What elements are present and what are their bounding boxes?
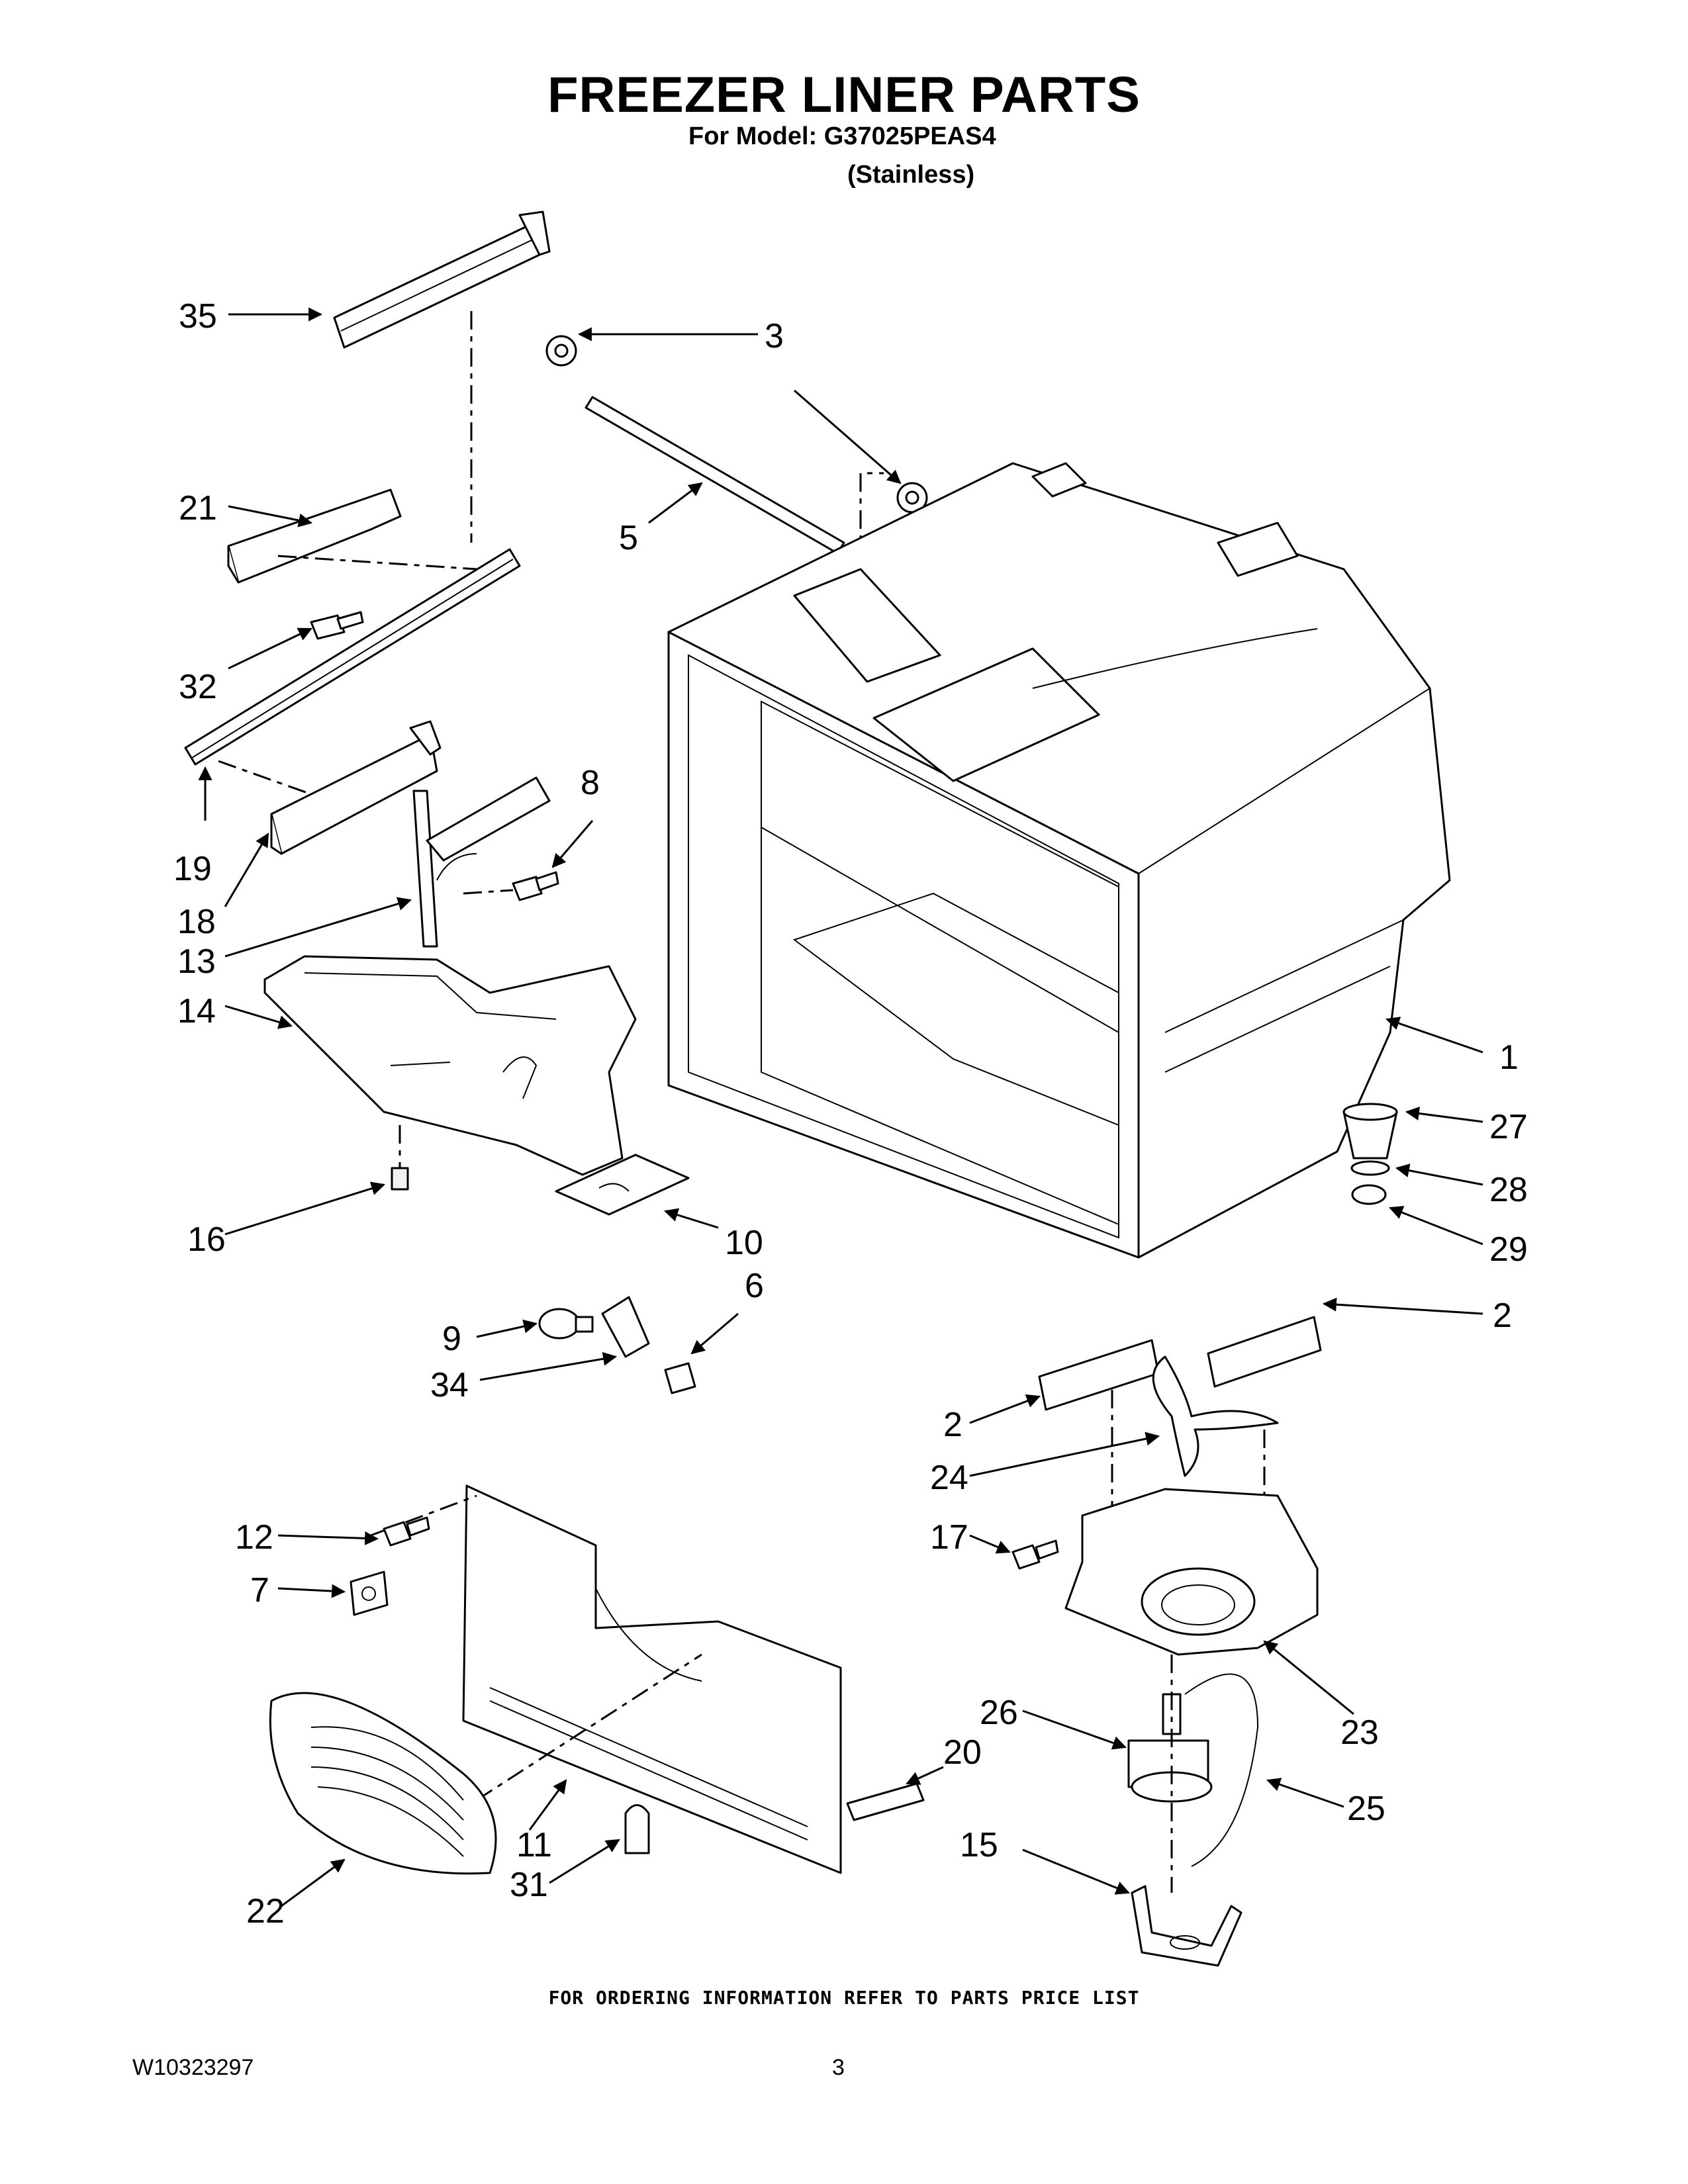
callout-14: 14 xyxy=(177,992,216,1030)
model-line: For Model: G37025PEAS4 xyxy=(688,122,996,150)
callout-5: 5 xyxy=(619,519,638,557)
part-9-bulb xyxy=(538,1308,594,1340)
part-11-panel xyxy=(462,1484,842,1874)
callout-31: 31 xyxy=(510,1866,548,1904)
part-1-liner xyxy=(667,462,1451,1259)
part-29-grommet xyxy=(1351,1184,1387,1205)
part-10-sheet xyxy=(555,1154,690,1216)
callout-12: 12 xyxy=(235,1518,273,1557)
model-variant: (Stainless) xyxy=(847,161,975,189)
callout-35: 35 xyxy=(179,297,217,336)
callout-21: 21 xyxy=(179,489,217,527)
callout-13: 13 xyxy=(177,942,216,981)
part-3-gear-left xyxy=(545,335,577,367)
callout-2-upper: 2 xyxy=(1493,1297,1512,1335)
callout-2-lower: 2 xyxy=(943,1406,962,1444)
part-26-motor xyxy=(1127,1693,1213,1803)
callout-22: 22 xyxy=(246,1892,285,1931)
callout-23: 23 xyxy=(1340,1713,1379,1752)
part-6-clip xyxy=(664,1362,696,1394)
part-31-cap xyxy=(624,1804,650,1854)
callout-8: 8 xyxy=(581,764,600,802)
callout-27: 27 xyxy=(1489,1108,1528,1146)
part-22-grille xyxy=(269,1692,497,1875)
callout-26: 26 xyxy=(980,1694,1018,1732)
part-18-bracket xyxy=(270,720,442,855)
part-27-cup xyxy=(1342,1103,1398,1160)
part-32-screw xyxy=(310,611,364,640)
part-2-block-upper xyxy=(1207,1316,1322,1388)
part-20-strip xyxy=(846,1782,925,1821)
dash-line xyxy=(277,555,477,570)
part-15-bracket xyxy=(1131,1885,1243,1967)
callout-16: 16 xyxy=(187,1220,226,1259)
callout-24: 24 xyxy=(930,1459,968,1497)
page-title: FREEZER LINER PARTS xyxy=(547,67,1141,123)
callout-7: 7 xyxy=(250,1571,269,1610)
part-23-shroud xyxy=(1064,1488,1319,1656)
part-12-screw xyxy=(383,1516,430,1547)
callout-28: 28 xyxy=(1489,1171,1528,1209)
part-17-screw xyxy=(1011,1539,1059,1570)
part-14-tray xyxy=(263,955,637,1176)
callout-25: 25 xyxy=(1347,1790,1385,1828)
callout-18: 18 xyxy=(177,903,216,941)
callout-labels: 35 3 21 5 32 19 8 18 13 14 1 27 28 16 10… xyxy=(173,297,1528,1931)
part-13-bracket xyxy=(412,776,551,948)
callout-1: 1 xyxy=(1499,1038,1519,1077)
callout-19: 19 xyxy=(173,850,212,888)
dash-line xyxy=(218,760,312,796)
callout-11: 11 xyxy=(516,1826,552,1864)
callout-10: 10 xyxy=(725,1224,763,1262)
part-19-rail xyxy=(184,548,521,766)
part-25-wire xyxy=(1184,1673,1259,1867)
callout-34: 34 xyxy=(430,1366,469,1404)
callout-3: 3 xyxy=(765,317,784,355)
part-2-block-lower xyxy=(1038,1339,1160,1411)
dash-line xyxy=(476,1653,702,1801)
part-24-fan-blade xyxy=(1152,1355,1279,1477)
callout-9: 9 xyxy=(442,1320,461,1358)
dash-line xyxy=(463,889,514,895)
document-number: W10323297 xyxy=(132,2055,254,2080)
callout-6: 6 xyxy=(745,1267,764,1305)
part-28-ring xyxy=(1350,1160,1390,1176)
part-35-rail xyxy=(333,210,551,349)
part-8-screw xyxy=(512,871,559,901)
callout-32: 32 xyxy=(179,668,217,706)
callout-29: 29 xyxy=(1489,1230,1528,1269)
part-34-socket xyxy=(601,1296,650,1358)
callout-20: 20 xyxy=(943,1733,982,1772)
part-16-clip xyxy=(391,1125,409,1191)
page-number: 3 xyxy=(832,2055,845,2080)
part-3-gear-right xyxy=(896,482,928,514)
part-7-thermostat xyxy=(350,1570,389,1616)
callout-17: 17 xyxy=(930,1518,968,1557)
leader-lines xyxy=(198,307,1483,1907)
part-21-bracket xyxy=(227,488,402,584)
ordering-note: FOR ORDERING INFORMATION REFER TO PARTS … xyxy=(548,1987,1140,2009)
callout-15: 15 xyxy=(960,1826,998,1864)
